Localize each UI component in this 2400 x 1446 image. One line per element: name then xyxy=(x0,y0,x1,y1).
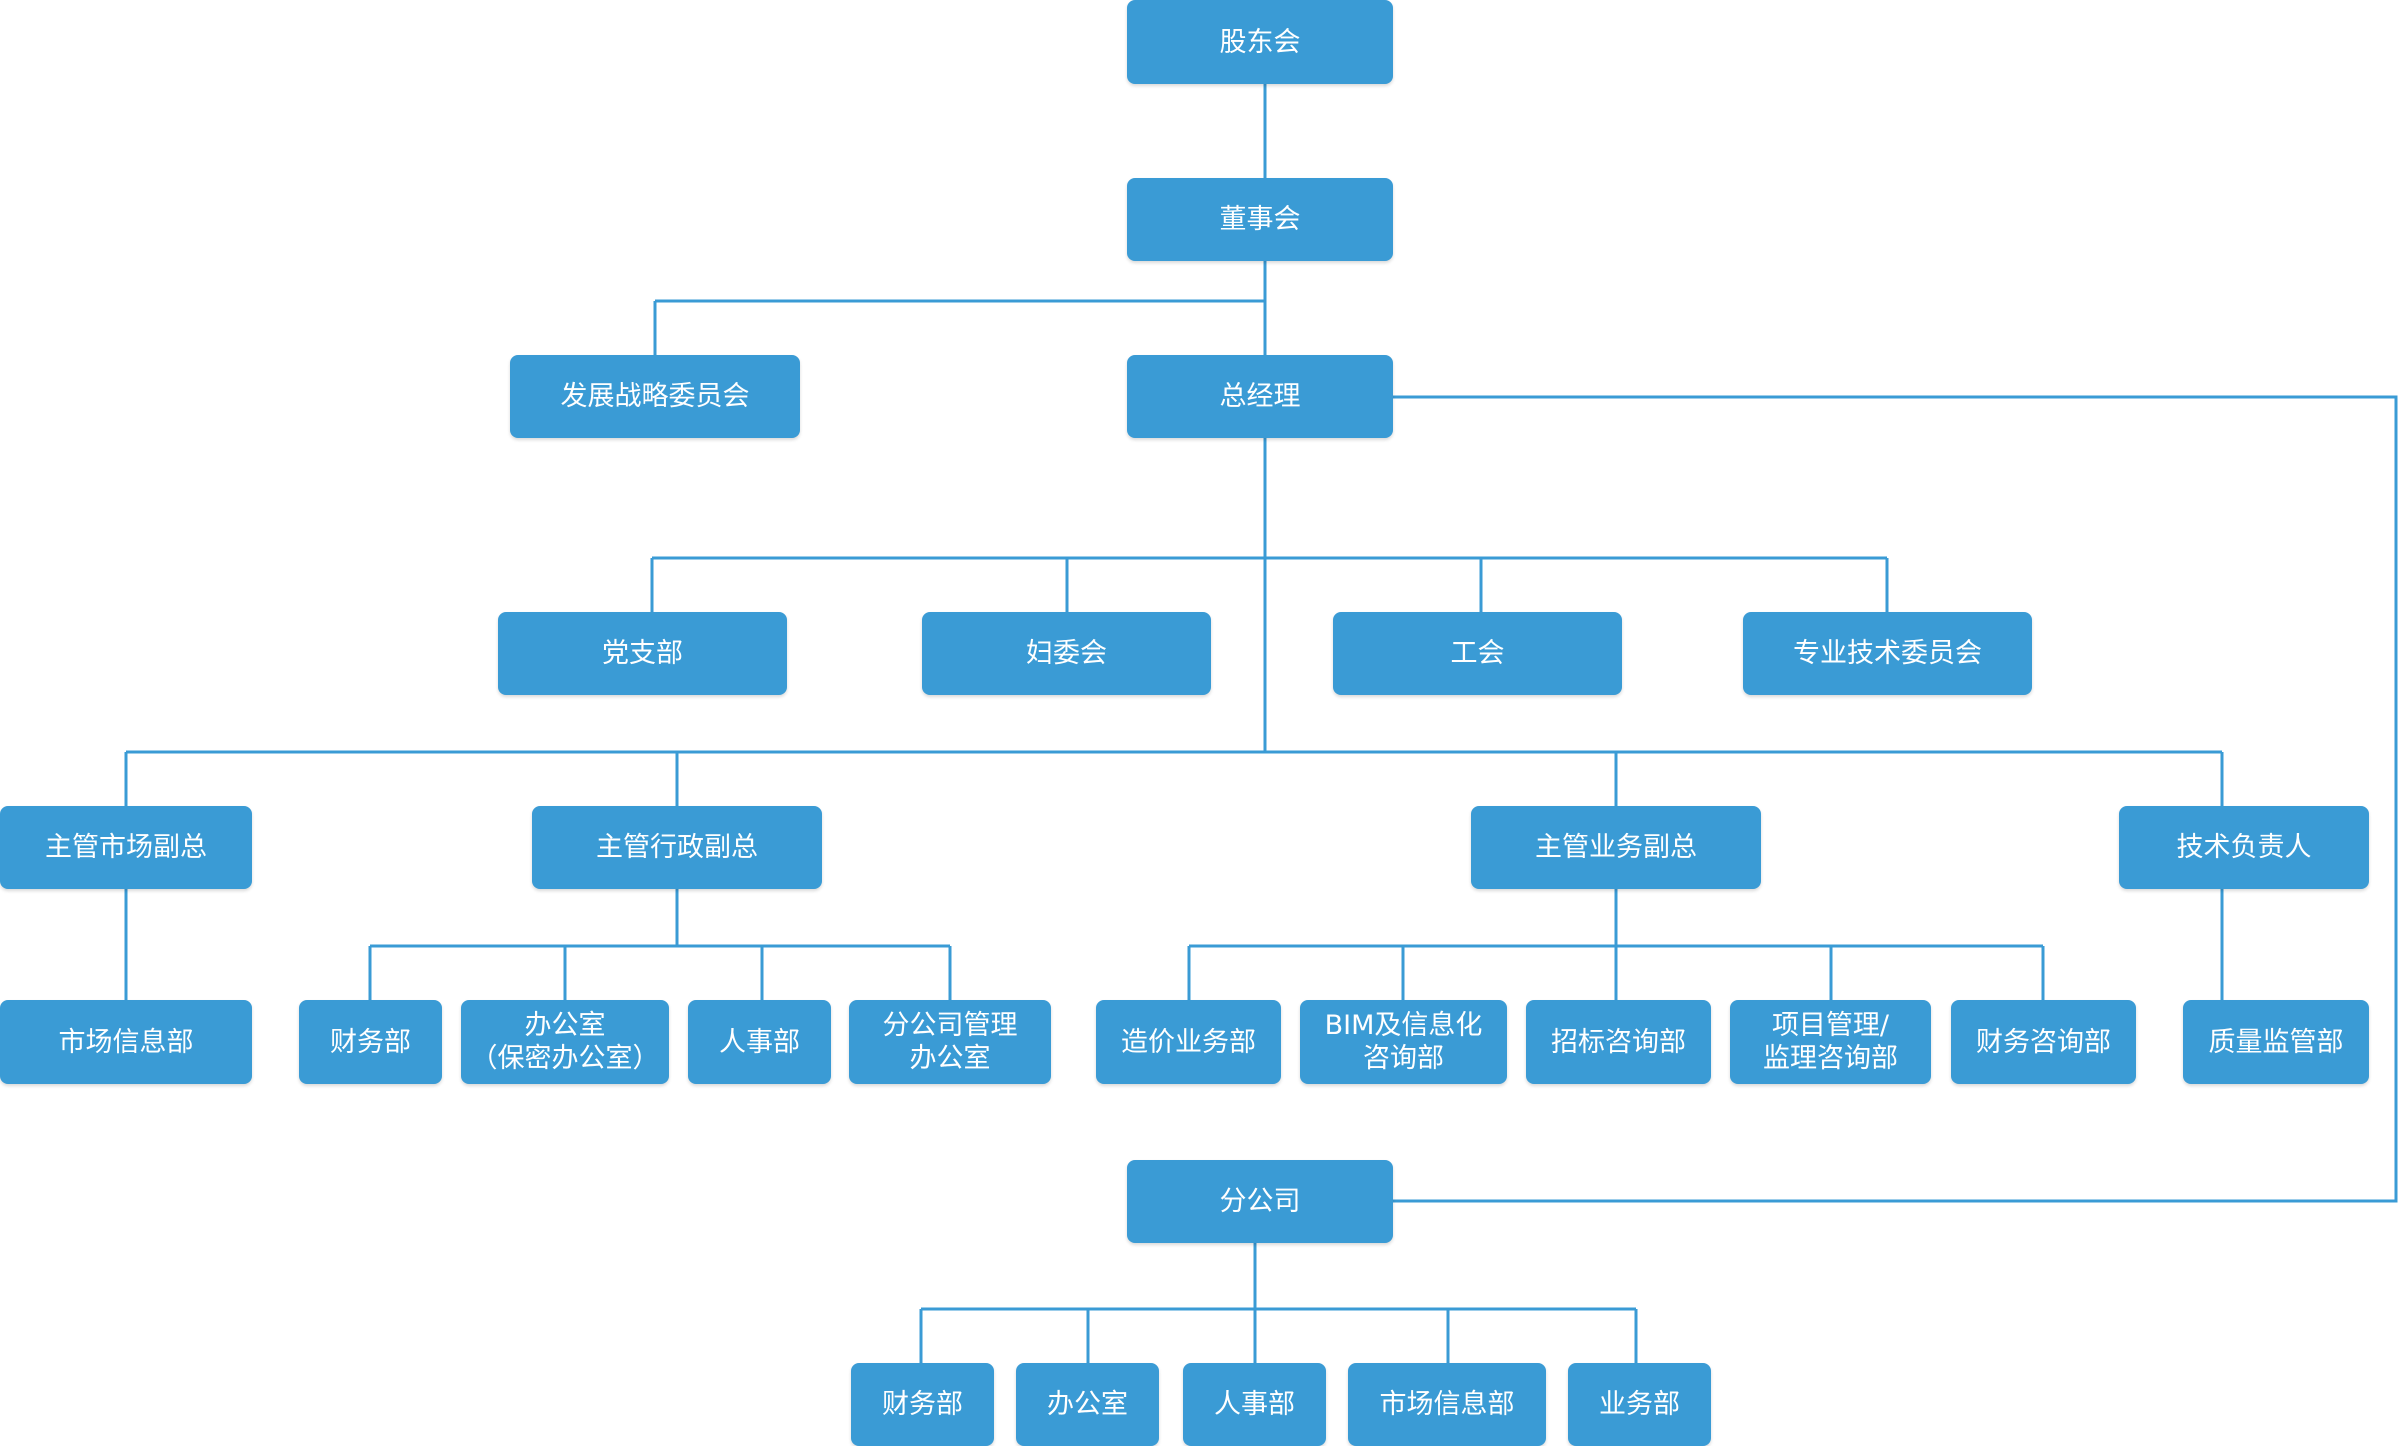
bidding-dept-label: 招标咨询部 xyxy=(1551,1026,1686,1058)
union-label: 工会 xyxy=(1450,638,1505,669)
vp-market-label: 主管市场副总 xyxy=(45,832,207,863)
finance-consult-dept-label: 财务咨询部 xyxy=(1976,1026,2111,1058)
branch-hr-label: 人事部 xyxy=(1214,1389,1295,1420)
cost-dept-label: 造价业务部 xyxy=(1121,1026,1256,1058)
party-branch-label: 党支部 xyxy=(602,638,683,669)
branch-business-label: 业务部 xyxy=(1599,1389,1680,1420)
union-box: 工会 xyxy=(1333,612,1622,695)
branch-market-label: 市场信息部 xyxy=(1379,1389,1515,1420)
pm-dept-box: 项目管理/监理咨询部 xyxy=(1730,1000,1931,1084)
vp-business-label: 主管业务副总 xyxy=(1535,832,1697,863)
branch-office-label: 办公室 xyxy=(1047,1389,1128,1420)
branch-office-box: 办公室 xyxy=(1016,1363,1159,1446)
quality-dept-box: 质量监管部 xyxy=(2183,1000,2369,1084)
finance-consult-dept-box: 财务咨询部 xyxy=(1951,1000,2136,1084)
bidding-dept-box: 招标咨询部 xyxy=(1526,1000,1711,1084)
strategy-committee-box: 发展战略委员会 xyxy=(510,355,800,438)
pm-dept-label-line2: 监理咨询部 xyxy=(1763,1043,1898,1074)
office-label-line1: 办公室 xyxy=(524,1010,606,1041)
branch-mgmt-label-line1: 分公司管理 xyxy=(882,1010,1018,1041)
vp-market-box: 主管市场副总 xyxy=(0,806,252,889)
vp-admin-box: 主管行政副总 xyxy=(532,806,822,889)
general-manager-label: 总经理 xyxy=(1219,381,1301,412)
tech-lead-label: 技术负责人 xyxy=(2176,832,2312,863)
branch-market-box: 市场信息部 xyxy=(1348,1363,1546,1446)
women-committee-label: 妇委会 xyxy=(1026,638,1107,669)
finance-dept-box: 财务部 xyxy=(299,1000,442,1084)
connector-lines xyxy=(124,84,2398,1363)
branch-finance-box: 财务部 xyxy=(851,1363,994,1446)
vp-admin-label: 主管行政副总 xyxy=(596,832,758,863)
hr-dept-box: 人事部 xyxy=(688,1000,831,1084)
branch-finance-label: 财务部 xyxy=(882,1389,963,1420)
vp-business-box: 主管业务副总 xyxy=(1471,806,1761,889)
board-box: 董事会 xyxy=(1127,178,1393,261)
pm-dept-label-line1: 项目管理/ xyxy=(1771,1010,1890,1041)
branch-business-box: 业务部 xyxy=(1568,1363,1711,1446)
branch-mgmt-office-box: 分公司管理办公室 xyxy=(849,1000,1051,1084)
shareholders-label: 股东会 xyxy=(1219,26,1301,58)
tech-committee-box: 专业技术委员会 xyxy=(1743,612,2032,695)
market-info-dept-box: 市场信息部 xyxy=(0,1000,252,1084)
bim-dept-box: BIM及信息化咨询部 xyxy=(1300,1000,1507,1084)
tech-committee-label: 专业技术委员会 xyxy=(1793,638,1982,669)
quality-dept-label: 质量监管部 xyxy=(2208,1026,2344,1058)
hr-dept-label: 人事部 xyxy=(719,1026,800,1058)
branch-company-box: 分公司 xyxy=(1127,1160,1393,1243)
bim-dept-label-line2: 咨询部 xyxy=(1363,1043,1444,1074)
women-committee-box: 妇委会 xyxy=(922,612,1211,695)
strategy-committee-label: 发展战略委员会 xyxy=(560,381,750,412)
shareholders-box: 股东会 xyxy=(1127,0,1393,84)
office-box: 办公室（保密办公室） xyxy=(461,1000,669,1084)
tech-lead-box: 技术负责人 xyxy=(2119,806,2369,889)
general-manager-box: 总经理 xyxy=(1127,355,1393,438)
office-label-line2: （保密办公室） xyxy=(470,1043,660,1074)
cost-dept-box: 造价业务部 xyxy=(1096,1000,1281,1084)
bim-dept-label-line1: BIM及信息化 xyxy=(1324,1010,1483,1041)
board-label: 董事会 xyxy=(1219,204,1301,235)
market-info-dept-label: 市场信息部 xyxy=(58,1026,194,1058)
party-branch-box: 党支部 xyxy=(498,612,787,695)
finance-dept-label: 财务部 xyxy=(330,1026,411,1058)
branch-mgmt-label-line2: 办公室 xyxy=(909,1043,991,1074)
branch-company-label: 分公司 xyxy=(1219,1186,1301,1217)
branch-hr-box: 人事部 xyxy=(1183,1363,1326,1446)
